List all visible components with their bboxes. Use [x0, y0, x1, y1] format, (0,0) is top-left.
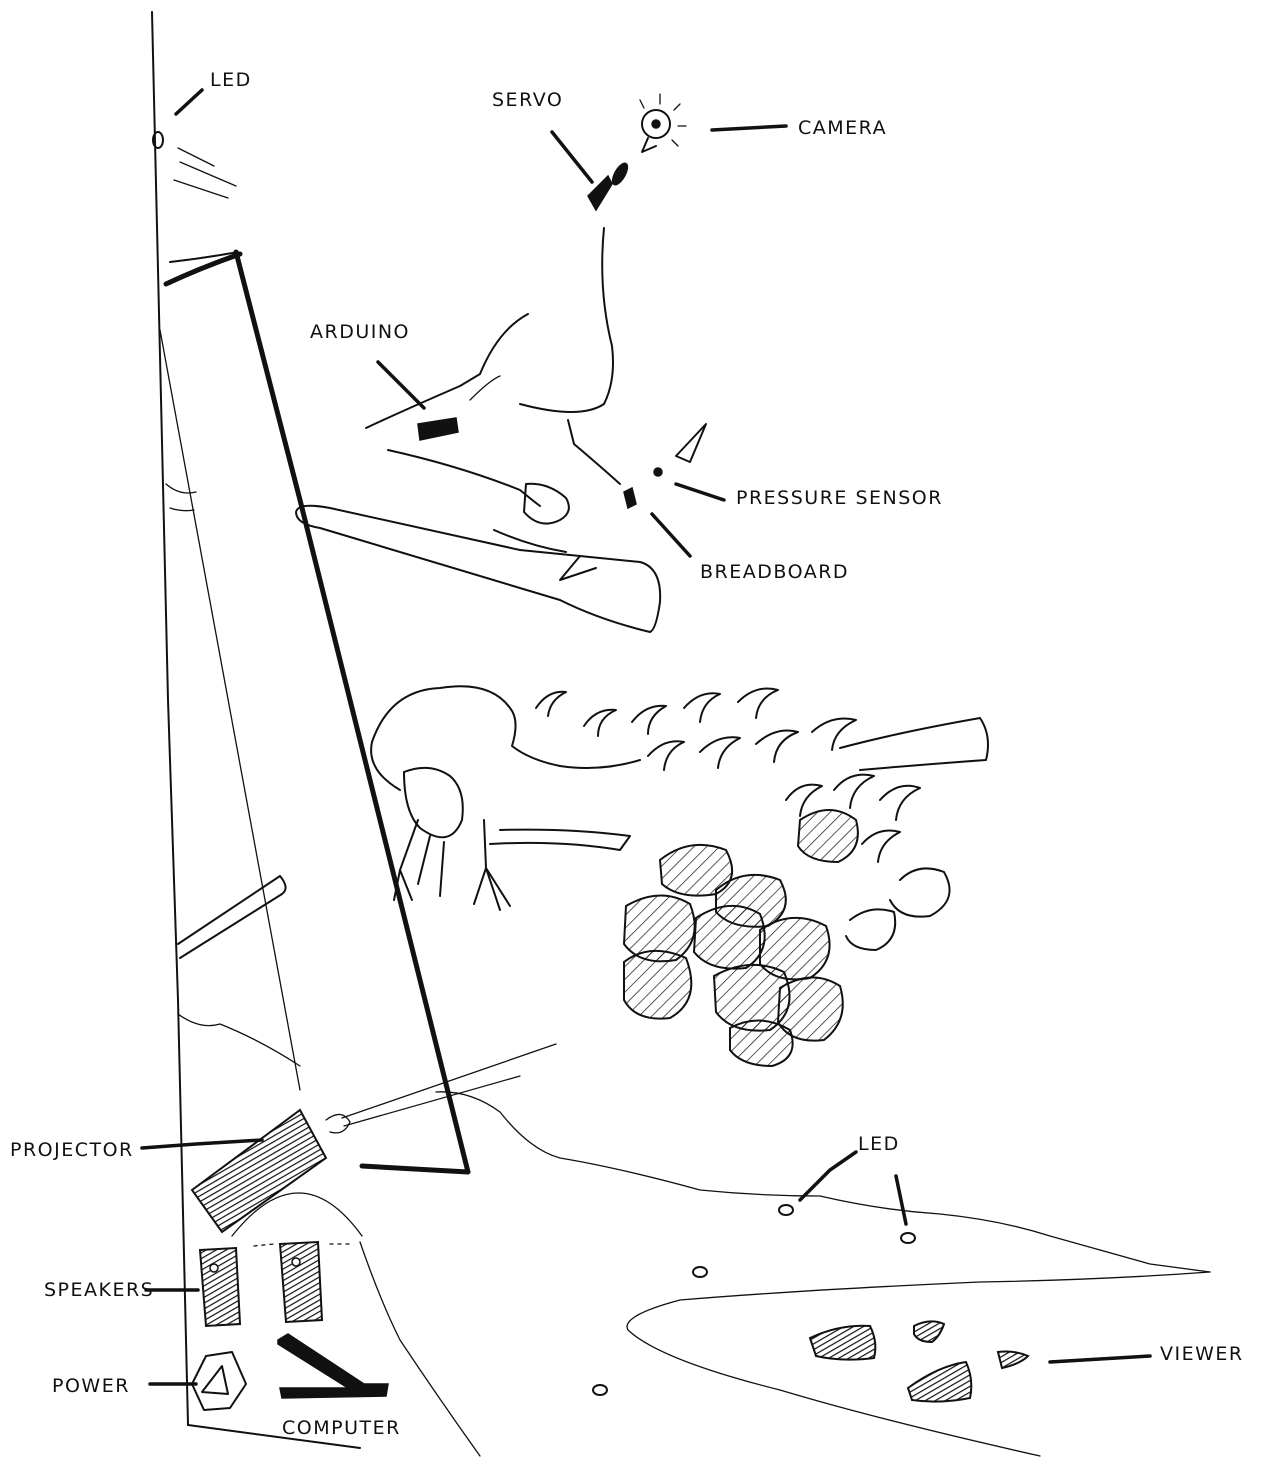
- labels: LED SERVO CAMERA ARDUINO PRESSURE SENSOR…: [10, 69, 1244, 1439]
- arduino-marker: [418, 418, 458, 440]
- leader-lines: [142, 90, 1150, 1384]
- label-projector: PROJECTOR: [10, 1139, 134, 1161]
- perch-branch: [296, 506, 660, 632]
- label-speakers: SPEAKERS: [44, 1279, 154, 1301]
- power-icon: [192, 1352, 246, 1410]
- label-pressure-sensor: PRESSURE SENSOR: [736, 487, 943, 509]
- led-floor-4: [593, 1385, 607, 1395]
- wall-line: [152, 12, 188, 1425]
- floor-contours: [360, 1092, 1210, 1456]
- label-power: POWER: [52, 1375, 130, 1397]
- camera-icon: [640, 94, 686, 152]
- wall-structure: [152, 12, 468, 1448]
- label-camera: CAMERA: [798, 117, 887, 139]
- servo-ring: [610, 161, 631, 187]
- label-viewer: VIEWER: [1160, 1343, 1244, 1365]
- pressure-sensor-marker: [654, 468, 662, 476]
- label-led-bottom: LED: [858, 1133, 900, 1155]
- wall-shadow-line: [178, 1014, 300, 1066]
- components: [153, 94, 915, 1410]
- label-breadboard: BREADBOARD: [700, 561, 849, 583]
- label-arduino: ARDUINO: [310, 321, 410, 343]
- label-led-top: LED: [210, 69, 252, 91]
- breadboard-marker: [624, 488, 636, 508]
- label-computer: COMPUTER: [282, 1417, 401, 1439]
- wing-tail: [840, 718, 988, 770]
- led-floor-3: [693, 1267, 707, 1277]
- trunk-band-1: [166, 484, 196, 493]
- hatched-feathers: [624, 810, 858, 1066]
- led-top-rays: [174, 148, 236, 198]
- lower-branch: [178, 876, 286, 958]
- label-servo: SERVO: [492, 89, 563, 111]
- trunk-band-2: [170, 508, 194, 511]
- bird-body: [371, 686, 988, 1066]
- viewer-figure: [810, 1321, 1028, 1401]
- computer-icon: [278, 1334, 388, 1398]
- led-floor-2: [901, 1233, 915, 1243]
- tree-trunk-right-edge: [236, 252, 468, 1172]
- tree-trunk-left-edge: [160, 330, 300, 1090]
- led-floor-1: [779, 1205, 793, 1215]
- speakers-icon: [200, 1242, 352, 1326]
